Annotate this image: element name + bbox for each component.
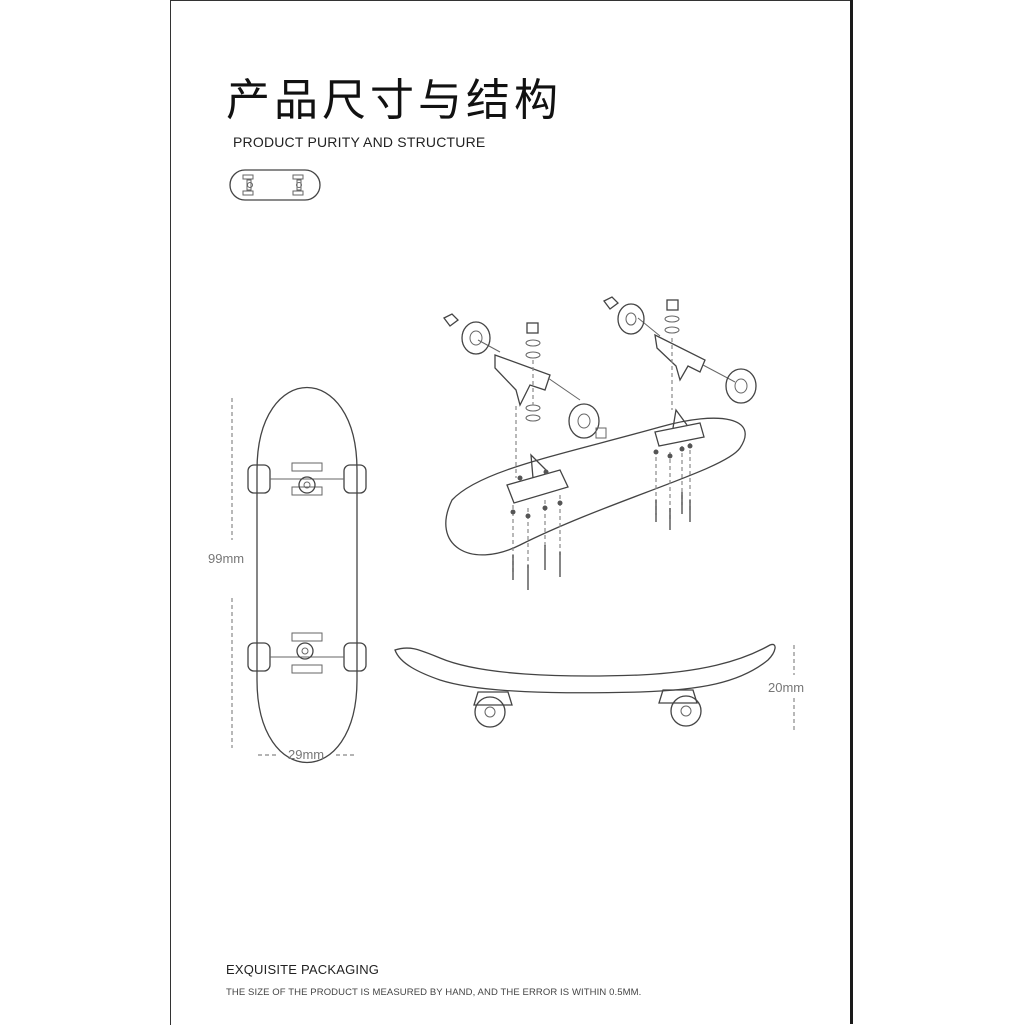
- product-sheet: [170, 0, 851, 1025]
- side-view-deck: [394, 643, 776, 728]
- exploded-view: [443, 296, 757, 590]
- page-margin: [853, 0, 1024, 1024]
- packaging-heading: EXQUISITE PACKAGING: [226, 962, 380, 977]
- length-dimension-label: 99mm: [208, 551, 245, 566]
- skateboard-thumbnail-icon: [229, 169, 321, 201]
- page-title-cn: 产品尺寸与结构: [226, 75, 562, 126]
- page-subtitle-en: PRODUCT PURITY AND STRUCTURE: [233, 134, 486, 150]
- height-dimension-label: 20mm: [768, 680, 805, 695]
- width-dimension-label: 29mm: [288, 747, 325, 762]
- page-edge: [850, 0, 853, 1024]
- measurement-note: THE SIZE OF THE PRODUCT IS MEASURED BY H…: [226, 987, 642, 998]
- top-view-deck: [247, 386, 367, 764]
